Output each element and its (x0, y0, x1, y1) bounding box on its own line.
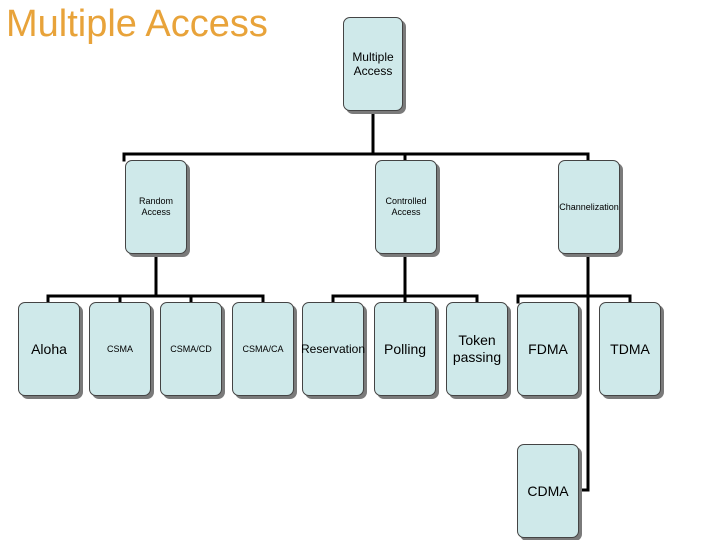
root-node-multiple-access: Multiple Access (343, 17, 403, 111)
node-controlled-access: Controlled Access (375, 160, 437, 254)
node-csma: CSMA (89, 302, 151, 396)
node-cdma: CDMA (517, 444, 579, 538)
slide-title: Multiple Access (6, 3, 268, 45)
node-fdma: FDMA (517, 302, 579, 396)
node-csma-cd: CSMA/CD (160, 302, 222, 396)
node-polling: Polling (374, 302, 436, 396)
node-aloha: Aloha (18, 302, 80, 396)
node-tdma: TDMA (599, 302, 661, 396)
node-csma-ca: CSMA/CA (232, 302, 294, 396)
node-token-passing: Token passing (446, 302, 508, 396)
node-reservation: Reservation (301, 302, 365, 396)
node-random-access: Random Access (125, 160, 187, 254)
node-channelization: Channelization (558, 160, 620, 254)
